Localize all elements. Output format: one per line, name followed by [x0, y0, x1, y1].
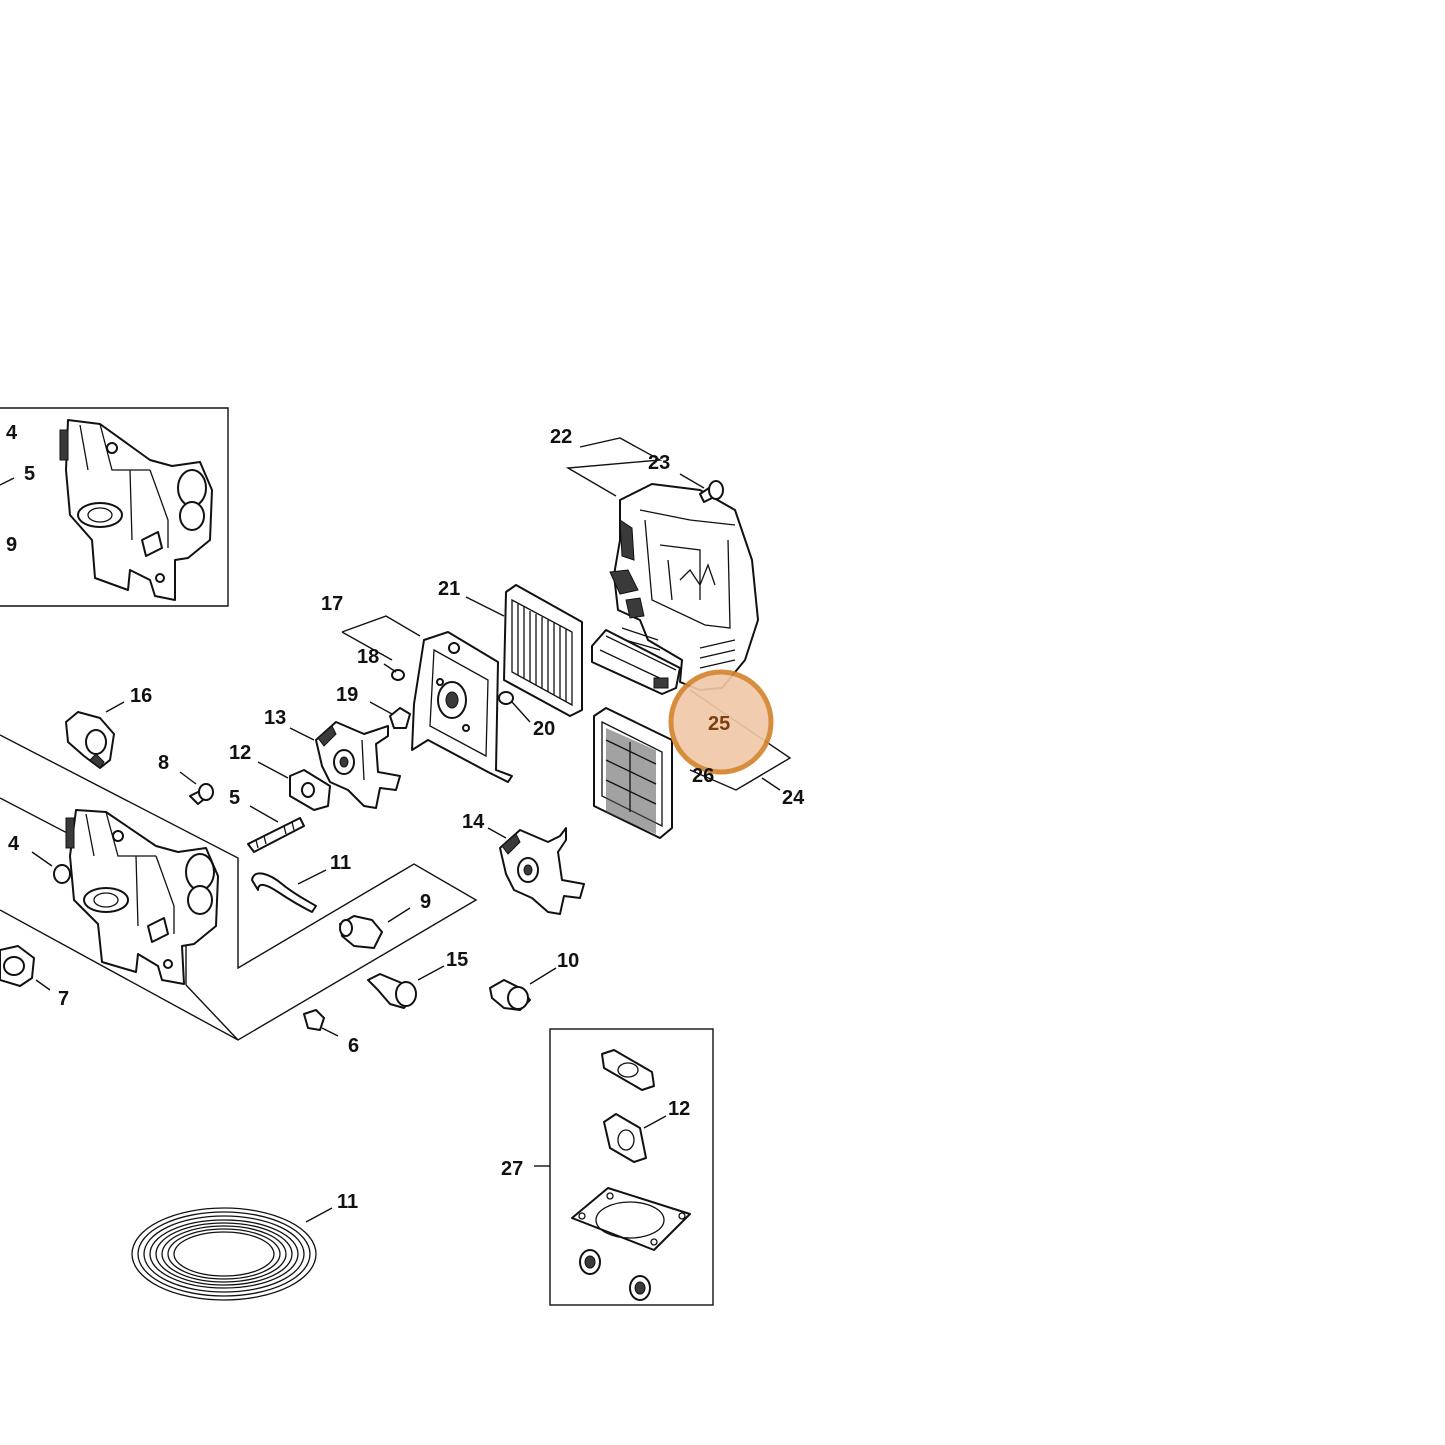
callout-7[interactable]: 7 [58, 988, 69, 1010]
callout-4[interactable]: 4 [8, 833, 20, 855]
callout-22[interactable]: 22 [550, 426, 572, 448]
callout-16[interactable]: 16 [130, 685, 152, 707]
callout-12-kit[interactable]: 12 [668, 1098, 690, 1120]
screw-23-part [699, 480, 724, 503]
air-filter-21-part [503, 584, 583, 717]
kit-seal-left [579, 1249, 601, 1275]
gasket-12-part [289, 769, 331, 811]
callout-26[interactable]: 26 [692, 765, 714, 787]
callout-20[interactable]: 20 [533, 718, 555, 740]
callout-11[interactable]: 11 [330, 852, 351, 874]
callout-9[interactable]: 9 [420, 891, 431, 913]
inset-box [0, 407, 229, 607]
callout-11-coil[interactable]: 11 [337, 1191, 358, 1213]
callout-17[interactable]: 17 [321, 593, 343, 615]
callout-23[interactable]: 23 [648, 452, 670, 474]
callout-13[interactable]: 13 [264, 707, 286, 729]
air-filter-26-part [593, 707, 673, 839]
callout-10[interactable]: 10 [557, 950, 579, 972]
callout-15[interactable]: 15 [446, 949, 468, 971]
sleeve-19-part [389, 707, 411, 729]
crankcase-main-drawing [65, 809, 219, 985]
callout-labels: 4 5 9 22 23 21 17 18 19 20 16 13 12 8 5 … [6, 422, 805, 1213]
adapter-plate-17-part [411, 631, 513, 783]
switch-15-part [367, 973, 417, 1009]
callout-25[interactable]: 25 [708, 713, 730, 735]
stud-5-part [247, 817, 305, 853]
nut-18-part [391, 669, 405, 681]
kit-seal-right [629, 1275, 651, 1301]
callout-4-inset[interactable]: 4 [6, 422, 18, 444]
gasket-kit-box [549, 1028, 714, 1306]
carburetor-13-part [315, 721, 401, 809]
intake-boot-16-part [65, 711, 115, 769]
callout-5[interactable]: 5 [229, 787, 240, 809]
callout-6[interactable]: 6 [348, 1035, 359, 1057]
callout-9-inset[interactable]: 9 [6, 534, 17, 556]
callout-14[interactable]: 14 [462, 811, 485, 833]
kit-cylinder-gasket [571, 1187, 691, 1251]
selected-part-highlight[interactable] [668, 669, 774, 775]
primer-10-part [489, 979, 531, 1011]
clip-6-part [303, 1009, 325, 1031]
fuel-line-coil-11-part [131, 1207, 317, 1301]
callout-19[interactable]: 19 [336, 684, 358, 706]
crankcase-inset-drawing [59, 419, 213, 601]
callout-27[interactable]: 27 [501, 1158, 523, 1180]
leader-lines [31, 437, 792, 1223]
nut-20-part [498, 691, 514, 705]
callout-18[interactable]: 18 [357, 646, 379, 668]
screw-8-part [189, 783, 214, 805]
callout-5-inset[interactable]: 5 [24, 463, 35, 485]
filter-tray-part [591, 629, 681, 695]
primer-9-part [339, 915, 383, 949]
kit-gasket-mid [603, 1113, 647, 1163]
callout-24[interactable]: 24 [782, 787, 805, 809]
carburetor-14-part [499, 827, 585, 915]
callout-21[interactable]: 21 [438, 578, 460, 600]
cap-7-part [0, 945, 35, 987]
kit-gasket-top [601, 1049, 655, 1091]
callout-8[interactable]: 8 [158, 752, 169, 774]
callout-12[interactable]: 12 [229, 742, 251, 764]
fuel-hose-11-part [251, 872, 317, 913]
washer-4-part [53, 864, 71, 884]
